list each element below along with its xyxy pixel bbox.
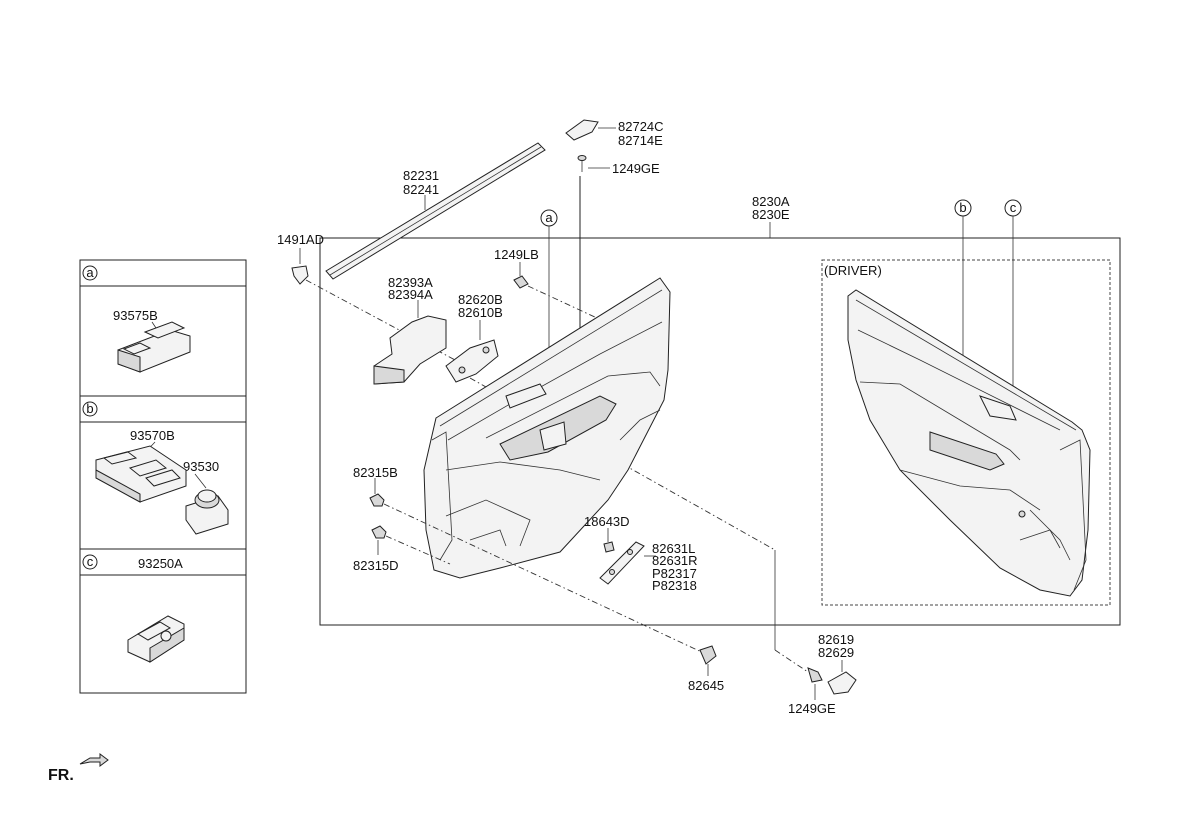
label-p82317: P82317 xyxy=(652,566,697,581)
callout-c-text: c xyxy=(1010,200,1017,215)
label-82315d: 82315D xyxy=(353,558,399,573)
label-p82318: P82318 xyxy=(652,578,697,593)
pad-82393a-icon xyxy=(373,300,447,385)
door-trim-driver-icon xyxy=(847,289,1091,597)
label-82619: 82619 xyxy=(818,632,854,647)
label-1249ge-top: 1249GE xyxy=(612,161,660,176)
driver-frame xyxy=(821,259,1111,606)
strip-82631l-icon xyxy=(599,541,656,585)
switch-93575b-icon xyxy=(117,321,191,373)
callout-a-text: a xyxy=(545,210,553,225)
label-82394a: 82394A xyxy=(388,287,433,302)
label-82631r: 82631R xyxy=(652,553,698,568)
legend-callout-c xyxy=(82,554,98,570)
label-8230a: 8230A xyxy=(752,194,790,209)
cover-82619-icon xyxy=(827,660,857,695)
bolt-1249lb-icon xyxy=(513,262,613,326)
legend-callout-a-text: a xyxy=(86,265,94,280)
legend-callout-a xyxy=(82,265,98,281)
bulb-18643d-icon xyxy=(603,528,615,553)
front-label: FR. xyxy=(48,767,74,784)
screw-1249ge-bottom-icon xyxy=(807,667,823,700)
clip-82315b-icon xyxy=(369,478,709,656)
label-82724c: 82724C xyxy=(618,119,664,134)
label-1491ad: 1491AD xyxy=(277,232,324,247)
label-82241: 82241 xyxy=(403,182,439,197)
label-82620b: 82620B xyxy=(458,292,503,307)
label-1249lb: 1249LB xyxy=(494,247,539,262)
clip-82315d-icon xyxy=(371,525,451,565)
legend-callout-c-text: c xyxy=(87,554,94,569)
label-82610b: 82610B xyxy=(458,305,503,320)
label-93575b: 93575B xyxy=(113,308,158,323)
door-trim-passenger-icon xyxy=(423,277,671,579)
label-82393a: 82393A xyxy=(388,275,433,290)
legend-callout-b-text: b xyxy=(86,401,93,416)
label-82714e: 82714E xyxy=(618,133,663,148)
clip-82645-icon xyxy=(699,645,717,676)
front-arrow-icon xyxy=(79,753,109,767)
label-82645: 82645 xyxy=(688,678,724,693)
knob-93530-icon xyxy=(185,473,229,535)
label-93530: 93530 xyxy=(183,459,219,474)
clip-1491ad-icon xyxy=(291,248,471,369)
label-93570b: 93570B xyxy=(130,428,175,443)
main-assembly-frame xyxy=(319,237,1121,626)
label-93250a: 93250A xyxy=(138,556,183,571)
label-82631l: 82631L xyxy=(652,541,695,556)
label-82231: 82231 xyxy=(403,168,439,183)
trim-piece-82724c-icon xyxy=(565,119,616,141)
switch-93250a-icon xyxy=(127,615,185,663)
label-1249ge-bottom: 1249GE xyxy=(788,701,836,716)
callout-b-text: b xyxy=(959,200,966,215)
label-8230e: 8230E xyxy=(752,207,790,222)
legend-panel: a b c 93575B 93570B 93530 93250A xyxy=(79,259,247,694)
driver-label: (DRIVER) xyxy=(824,263,882,278)
label-82315b: 82315B xyxy=(353,465,398,480)
weatherstrip-82231-icon xyxy=(325,142,546,280)
label-82629: 82629 xyxy=(818,645,854,660)
label-18643d: 18643D xyxy=(584,514,630,529)
legend-callout-b xyxy=(82,401,98,417)
switch-93570b-icon xyxy=(95,441,187,503)
